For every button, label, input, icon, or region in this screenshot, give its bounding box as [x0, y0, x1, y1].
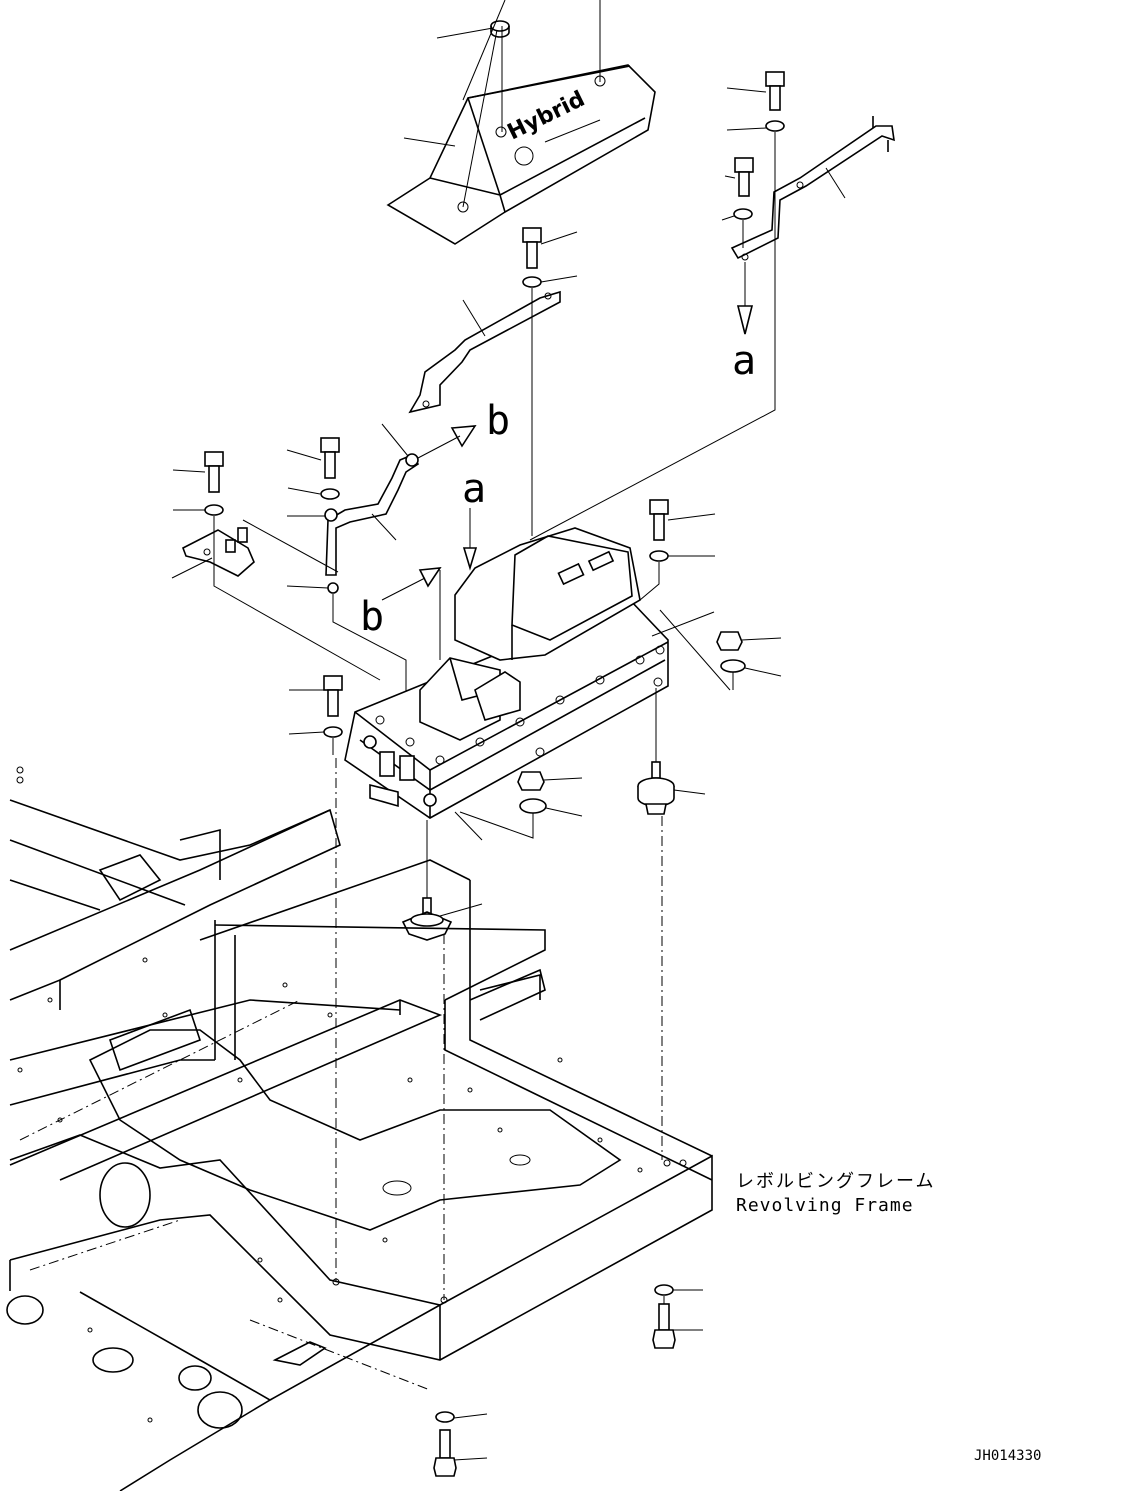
frame-label-japanese: レボルビングフレーム: [736, 1171, 936, 1192]
svg-text:a: a: [462, 466, 486, 512]
view-arrow-b-side: b: [360, 567, 442, 660]
cover-cap: [462, 20, 510, 208]
frame-label-english: Revolving Frame: [736, 1195, 914, 1216]
bolt-left-bracket: [204, 451, 224, 493]
view-arrow-b-top: b: [486, 398, 510, 444]
svg-text:b: b: [360, 594, 384, 640]
bolt-controller-left: [323, 675, 343, 717]
rubber-mount-center: [401, 897, 453, 941]
washer-controller-left: [323, 726, 343, 738]
hybrid-cover: Hybrid: [386, 64, 656, 245]
bolt-hose: [320, 437, 340, 479]
washer-nut-right: [720, 659, 746, 673]
washer-left-bracket: [204, 504, 224, 516]
revolving-frame: [6, 766, 713, 1491]
view-arrow-a-top: a: [732, 338, 756, 384]
nut-center: [517, 771, 545, 791]
leader-lines: [171, 27, 846, 1461]
hose-clamp: [327, 582, 339, 594]
left-small-bracket: [182, 527, 255, 577]
washer-controller-right: [649, 550, 669, 562]
rubber-mount-right: [637, 761, 675, 815]
nut-right: [716, 631, 743, 651]
bolt-bottom-right: [652, 1303, 676, 1349]
washer-nut-center: [519, 798, 547, 814]
top-right-bracket: a: [730, 116, 895, 384]
drawing-id: JH014330: [974, 1448, 1042, 1464]
hose-pipe: b: [324, 398, 510, 576]
view-arrow-a-down: a: [462, 466, 486, 571]
bolt-bottom-center: [433, 1429, 457, 1477]
revolving-frame-label: レボルビングフレーム Revolving Frame: [736, 1170, 935, 1218]
bolt-center-top: [522, 227, 542, 269]
bolt-controller-right: [649, 499, 669, 541]
washer-top-right-1: [765, 120, 785, 132]
bolt-top-right-1: [765, 71, 785, 111]
bolt-top-right-2: [734, 157, 754, 197]
inverter-controller-unit: [344, 527, 731, 819]
washer-bottom-right: [654, 1284, 674, 1296]
washer-hose: [320, 488, 340, 500]
center-bracket: [408, 290, 561, 414]
washer-center-top: [522, 276, 542, 288]
washer-bottom-center: [435, 1411, 455, 1423]
washer-top-right-2: [733, 208, 753, 220]
